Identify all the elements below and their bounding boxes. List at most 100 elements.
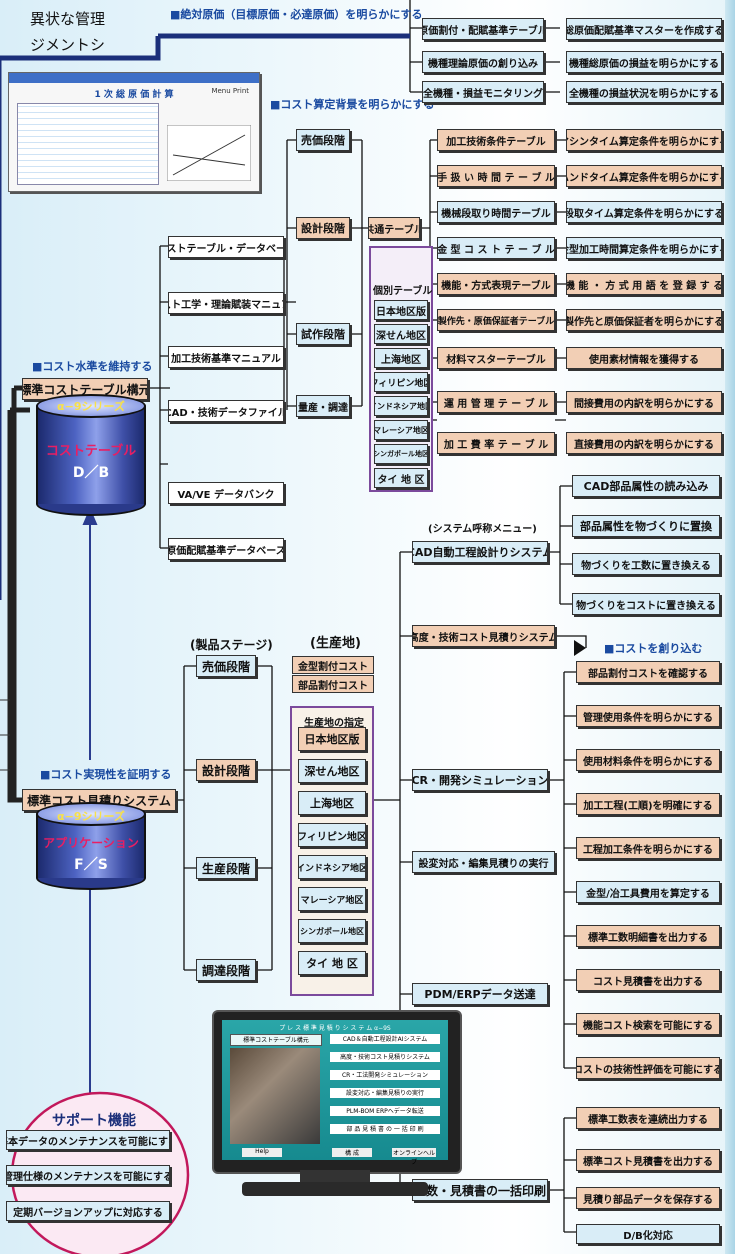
ct-item-4: VA/VE データバンク xyxy=(168,482,284,504)
product-stage-1: 設計段階 xyxy=(196,759,256,781)
support-item-2: 定期バージョンアップに対応する xyxy=(6,1201,170,1221)
region-0: 日本地区版 xyxy=(374,300,428,320)
create-item-5: 金型/冶工具費用を算定する xyxy=(576,881,720,903)
table-left-1: 手 扱 い 時 間 テ ー ブ ル xyxy=(437,165,555,187)
table-left-3: 金 型 コ ス ト テ ー ブ ル xyxy=(437,237,555,259)
app-series: α−9シリーズ xyxy=(36,808,146,824)
region-5: マレーシア地区 xyxy=(374,420,428,440)
menu-heading: (システム呼称メニュー) xyxy=(428,520,537,535)
cad-item-2: 物づくりを工数に置き換える xyxy=(572,553,720,575)
region-7: タイ 地 区 xyxy=(374,468,428,488)
absolute-left-0: 原価割付・配賦基準テーブル xyxy=(422,18,544,40)
cost-table-db-cylinder: α−9シリーズ コストテーブル D／B xyxy=(36,394,146,516)
ct-stage-1: 設計段階 xyxy=(296,217,350,239)
support-item-0: 基本データのメンテナンスを可能にする xyxy=(6,1130,170,1150)
cad-item-0: CAD部品属性の読み込み xyxy=(572,475,720,497)
region-4: インドネシア地区 xyxy=(374,396,428,416)
top-left-text-1: 異状な管理 xyxy=(30,8,105,29)
table-left-4: 機能・方式表現テーブル xyxy=(437,273,555,295)
menu-0: CAD自動工程設計りシステム xyxy=(412,541,548,563)
site-2: 上海地区 xyxy=(298,791,366,815)
region-2: 上海地区 xyxy=(374,348,428,368)
table-left-5: 製作先・原価保証者テーブル xyxy=(437,309,555,331)
create-item-9: コストの技術性評価を可能にする xyxy=(576,1057,720,1079)
production-site-heading: (生産地) xyxy=(310,632,361,651)
ct-stage-0: 売価段階 xyxy=(296,129,350,151)
application-cylinder: α−9シリーズ アプリケーション F／S xyxy=(36,802,146,890)
menu-3: 設変対応・編集見積りの実行 xyxy=(412,851,555,873)
ct-item-3: CAD・技術データファイル xyxy=(168,400,284,422)
monitor-title: プ レ ス 標 準 見 積 り シ ス テ ム α−9S xyxy=(222,1023,448,1032)
site-7: タイ 地 区 xyxy=(298,951,366,975)
menu-4: PDM/ERPデータ送達 xyxy=(412,983,548,1005)
table-left-8b: 加 工 費 率 テ ー ブ ル xyxy=(437,432,555,454)
monitor-bottom-1: 構 成 xyxy=(332,1148,372,1157)
region-6: シンガポール地区 xyxy=(374,444,428,464)
ct-item-2: 加工技術基準マニュアル xyxy=(168,346,284,368)
heading-maintain-cost: ■コスト水準を維持する xyxy=(32,358,152,374)
db-sub: D／B xyxy=(36,462,146,482)
print-item-3: D/B化対応 xyxy=(576,1224,720,1244)
monitor-menu-1: 高度・技術コスト見積りシステム xyxy=(330,1052,440,1062)
region-1: 深せん地区 xyxy=(374,324,428,344)
table-right-7: 間接費用の内訳を明らかにする xyxy=(566,391,722,413)
heading-create-cost: ■コストを創り込む xyxy=(604,640,702,656)
site-6: シンガポール地区 xyxy=(298,919,366,943)
db-name: コストテーブル xyxy=(36,440,146,459)
table-left-7: 運 用 管 理 テ ー ブ ル xyxy=(437,391,555,413)
menu-2: CR・開発シミュレーション xyxy=(412,769,548,791)
heading-absolute-cost: ■絶対原価（目標原価・必達原価）を明らかにする xyxy=(170,6,423,22)
table-right-5: 製作先と原価保証者を明らかにする xyxy=(566,309,722,331)
ct-stage-3: 量産・調達 xyxy=(296,395,350,417)
common-table: 共通テーブル xyxy=(368,217,420,239)
site-3: フィリピン地区 xyxy=(298,823,366,847)
print-item-2: 見積り部品データを保存する xyxy=(576,1187,720,1209)
product-stage-2: 生産段階 xyxy=(196,857,256,879)
monitor-illustration: プ レ ス 標 準 見 積 り シ ス テ ム α−9S 標準コストテーブル構元… xyxy=(212,1010,458,1200)
table-right-6: 使用素材情報を獲得する xyxy=(566,347,722,369)
absolute-left-1: 機種理論原価の創り込み xyxy=(422,51,544,73)
ct-stage-2: 試作段階 xyxy=(296,323,350,345)
app-sub: F／S xyxy=(36,854,146,874)
ct-item-1: コスト工学・理論賦装マニュアル xyxy=(168,292,284,314)
create-item-3: 加工工程(工順)を明確にする xyxy=(576,793,720,815)
ct-item-0: コストテーブル・データベース xyxy=(168,236,284,258)
table-right-4: 機 能 ・ 方 式 用 語 を 登 録 す る xyxy=(566,273,722,295)
absolute-left-2: 全機種・損益モニタリング xyxy=(422,81,544,103)
table-right-2: 段取タイム算定条件を明らかにする xyxy=(566,201,722,223)
monitor-menu-5: 部 品 見 積 書 の 一 括 印 刷 xyxy=(330,1124,440,1134)
monitor-menu-0: CAD＆自動工程設計AIシステム xyxy=(330,1034,440,1044)
create-item-6: 標準工数明細書を出力する xyxy=(576,925,720,947)
db-series: α−9シリーズ xyxy=(36,398,146,414)
site-5: マレーシア地区 xyxy=(298,887,366,911)
individual-table-label: 個別テーブル xyxy=(373,282,432,297)
create-item-1: 管理使用条件を明らかにする xyxy=(576,705,720,727)
monitor-left-button: 標準コストテーブル構元 xyxy=(230,1034,322,1046)
site-0: 日本地区版 xyxy=(298,727,366,751)
product-stage-0: 売価段階 xyxy=(196,655,256,677)
table-left-0: 加工技術条件テーブル xyxy=(437,129,555,151)
monitor-menu-4: PLM-BOM ERPへデータ転送 xyxy=(330,1106,440,1116)
table-right-0: マシンタイム算定条件を明らかにする xyxy=(566,129,722,151)
absolute-right-1: 機種総原価の損益を明らかにする xyxy=(566,51,722,73)
site-1: 深せん地区 xyxy=(298,759,366,783)
heading-cost-background: ■コスト算定背景を明らかにする xyxy=(270,96,435,112)
table-left-2: 機械段取り時間テーブル xyxy=(437,201,555,223)
create-item-2: 使用材料条件を明らかにする xyxy=(576,749,720,771)
cad-item-3: 物づくりをコストに置き換える xyxy=(572,593,720,615)
site-cost-0: 金型割付コスト xyxy=(292,656,374,674)
monitor-menu-3: 設変対応・編集見積りの実行 xyxy=(330,1088,440,1098)
region-3: フィリピン地区 xyxy=(374,372,428,392)
support-item-1: 管理仕様のメンテナンスを可能にする xyxy=(6,1165,170,1185)
table-right-3: 金型加工時間算定条件を明らかにする xyxy=(566,237,722,259)
menu-1: 高度・技術コスト見積りシステム xyxy=(412,625,555,647)
monitor-bottom-2: オンラインヘルプ xyxy=(392,1148,436,1157)
table-right-8: 直接費用の内訳を明らかにする xyxy=(566,432,722,454)
screenshot-graph xyxy=(167,125,251,181)
product-stage-3: 調達段階 xyxy=(196,959,256,981)
screenshot-header: Menu Print xyxy=(211,87,249,95)
create-item-8: 機能コスト検索を可能にする xyxy=(576,1013,720,1035)
absolute-right-0: 総原価配賦基準マスターを作成する xyxy=(566,18,722,40)
table-left-6: 材料マスターテーブル xyxy=(437,347,555,369)
heading-prove-cost: ■コスト実現性を証明する xyxy=(40,766,171,782)
